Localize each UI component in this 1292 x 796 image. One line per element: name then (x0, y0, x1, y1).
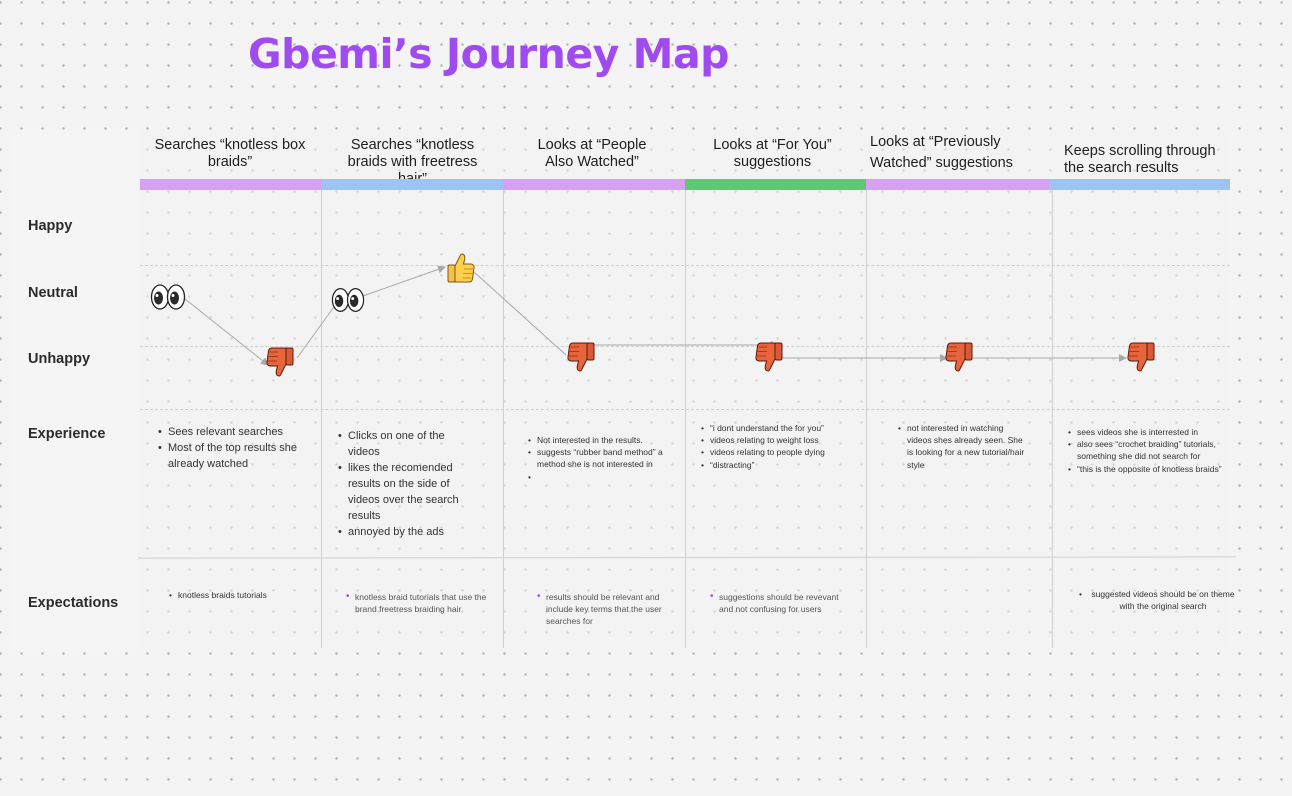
list-item: Sees relevant searches (158, 424, 320, 440)
column-divider (321, 190, 322, 648)
experience-notes-3: Not interested in the results. suggests … (525, 434, 672, 483)
expectation-notes-2: knotless braid tutorials that use the br… (343, 591, 490, 615)
stage-title-5: Looks at “Previously Watched” suggestion… (870, 134, 1013, 171)
row-divider (140, 346, 1230, 347)
column-divider (1052, 190, 1053, 648)
thumbs-down-icon (755, 342, 783, 372)
row-label-unhappy: Unhappy (28, 351, 91, 367)
list-item: “distracting” (701, 459, 865, 471)
experience-notes-1: Sees relevant searches Most of the top r… (156, 424, 320, 472)
expectation-notes-6: suggested videos should be on theme with… (1076, 588, 1238, 612)
row-divider (140, 409, 1230, 410)
expectation-notes-1: knotless braids tutorials (166, 589, 318, 601)
thumbs-up-icon (447, 253, 475, 283)
connector-line (296, 303, 337, 359)
row-label-neutral: Neutral (28, 285, 78, 301)
list-item: Most of the top results she already watc… (158, 440, 320, 472)
list-item: videos relating to people dying (701, 446, 865, 458)
eyes-icon (150, 284, 186, 310)
list-item: knotless braid tutorials that use the br… (346, 591, 490, 615)
experience-notes-2: Clicks on one of the videos likes the re… (336, 428, 478, 540)
list-item (528, 471, 672, 483)
stage-bar-5 (866, 179, 1049, 190)
thumbs-down-icon (945, 342, 973, 372)
experience-notes-4: “i dont understand the for you” videos r… (698, 422, 865, 471)
list-item: suggested videos should be on theme with… (1079, 588, 1238, 612)
stage-bar-2 (321, 179, 503, 190)
thumbs-down-icon (567, 342, 595, 372)
stage-bar-1 (140, 179, 321, 190)
stage-bar-4 (685, 179, 866, 190)
row-divider (140, 265, 1230, 266)
column-divider (503, 190, 504, 648)
list-item: annoyed by the ads (338, 524, 478, 540)
thumbs-down-icon (1127, 342, 1155, 372)
connector-line (473, 271, 567, 356)
experience-notes-5: not interested in watching videos shes a… (895, 422, 1029, 471)
list-item: “this is the opposite of knotless braids… (1068, 463, 1242, 475)
list-item: Clicks on one of the videos (338, 428, 478, 460)
list-item: suggestions should be revevant and not c… (710, 591, 854, 615)
list-item: suggests “rubber band method” a method s… (528, 446, 672, 470)
eyes-icon (331, 288, 365, 312)
stage-title-6: Keeps scrolling through the search resul… (1064, 143, 1216, 176)
row-label-column (10, 130, 138, 651)
list-item: “i dont understand the for you” (701, 422, 865, 434)
stage-bar-6 (1049, 179, 1230, 190)
journey-board (10, 130, 1230, 651)
experience-notes-6: sees videos she is interrested in also s… (1065, 426, 1242, 475)
row-label-expectations: Expectations (28, 595, 119, 611)
column-divider (866, 190, 867, 648)
row-label-happy: Happy (28, 218, 73, 234)
expectation-notes-3: results should be relevant and include k… (534, 591, 676, 628)
list-item: results should be relevant and include k… (537, 591, 676, 628)
list-item: also sees “crochet braiding” tutorials, … (1068, 438, 1242, 462)
list-item: not interested in watching videos shes a… (898, 422, 1029, 471)
list-item: videos relating to weight loss (701, 434, 865, 446)
thumbs-down-icon (266, 347, 294, 377)
connector-line (179, 294, 269, 366)
connector-line (362, 265, 446, 297)
list-item: likes the recomended results on the side… (338, 460, 478, 524)
stage-title-2: Searches “knotless braids with freetress… (347, 137, 478, 187)
list-item: knotless braids tutorials (169, 589, 318, 601)
stage-title-3: Looks at “People Also Watched” (537, 137, 647, 170)
stage-title-4: Looks at “For You” suggestions (713, 137, 832, 170)
list-item: sees videos she is interrested in (1068, 426, 1242, 438)
stage-bar-3 (503, 179, 685, 190)
row-label-experience: Experience (28, 426, 106, 442)
list-item: Not interested in the results. (528, 434, 672, 446)
expectation-notes-4: suggestions should be revevant and not c… (707, 591, 854, 615)
page-title: Gbemi’s Journey Map (248, 30, 729, 78)
stage-title-1: Searches “knotless box braids” (154, 137, 306, 170)
column-divider (685, 190, 686, 648)
